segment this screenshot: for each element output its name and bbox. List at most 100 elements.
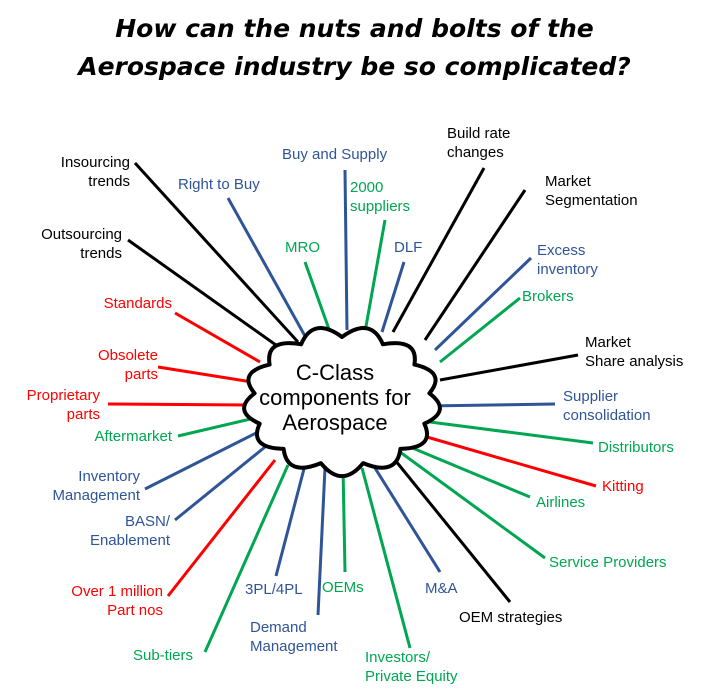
topic-label-brokers: Brokers: [522, 287, 574, 306]
spoke-proprietary-parts: [107, 402, 251, 407]
topic-label-line: 2000: [350, 179, 384, 196]
topic-label-line: Aftermarket: [94, 428, 172, 445]
topic-label-line: Share analysis: [585, 353, 684, 370]
topic-label-line: M&A: [425, 580, 458, 597]
topic-label-line: Market: [585, 334, 631, 351]
spoke-outsourcing-trends: [127, 238, 291, 357]
spoke-demand-management: [316, 467, 327, 616]
topic-label-line: Obsolete: [97, 347, 158, 364]
spoke-service-providers: [399, 450, 546, 560]
spoke-market-share-analysis: [439, 353, 579, 382]
topic-label-line: 3PL/4PL: [245, 581, 303, 598]
topic-label-line: suppliers: [350, 198, 411, 215]
topic-label-line: Build rate: [447, 125, 511, 142]
topic-label-distributors: Distributors: [598, 438, 674, 457]
central-cloud: [242, 326, 442, 479]
topic-label-proprietary-parts: Proprietary parts: [27, 386, 100, 424]
spoke-distributors: [429, 420, 594, 445]
topic-label-kitting: Kitting: [602, 477, 644, 496]
topic-label-line: Kitting: [602, 478, 644, 495]
topic-label-line: Airlines: [536, 494, 586, 511]
topic-label-line: Brokers: [522, 288, 574, 305]
topic-label-line: BASN/: [124, 513, 170, 530]
topic-label-buy-and-supply: Buy and Supply: [282, 145, 387, 164]
topic-label-dlf: DLF: [394, 238, 422, 257]
topic-label-line: Inventory: [78, 468, 140, 485]
topic-label-oems: OEMs: [322, 578, 364, 597]
spoke-build-rate-changes: [391, 167, 486, 333]
topic-label-line: Proprietary: [26, 387, 100, 404]
topic-label-line: OEMs: [322, 579, 364, 596]
spoke-m-and-a: [373, 467, 442, 573]
spoke-2000-suppliers: [363, 219, 387, 333]
spoke-airlines: [409, 445, 531, 499]
spoke-3pl-4pl: [274, 464, 307, 577]
central-label-line-3: Aerospace: [282, 410, 388, 435]
topic-label-line: Standards: [103, 295, 172, 312]
diagram-title: How can the nuts and bolts of the Aerosp…: [0, 10, 709, 86]
topic-label-line: MRO: [285, 239, 320, 256]
topic-label-line: Market: [545, 173, 591, 190]
topic-label-oem-strategies: OEM strategies: [459, 608, 562, 627]
spoke-oems: [341, 466, 347, 573]
topic-label-2000-suppliers: 2000 suppliers: [350, 178, 410, 216]
topic-label-line: Sub-tiers: [133, 647, 194, 664]
topic-label-line: parts: [66, 406, 100, 423]
topic-label-m-and-a: M&A: [425, 579, 458, 598]
spoke-right-to-buy: [226, 197, 312, 346]
title-line-2: Aerospace industry be so complicated?: [78, 52, 631, 81]
topic-label-line: parts: [124, 366, 158, 383]
spoke-inventory-management: [144, 430, 259, 491]
spoke-insourcing-trends: [133, 161, 300, 344]
topic-label-mro: MRO: [285, 238, 320, 257]
topic-label-standards: Standards: [104, 294, 172, 313]
spoke-excess-inventory: [433, 256, 533, 352]
central-label-line-2: components for: [259, 385, 411, 410]
spoke-over-1-million-part-nos: [166, 459, 277, 597]
topic-label-line: Management: [52, 487, 140, 504]
topic-label-line: Right to Buy: [178, 176, 260, 193]
topic-label-line: Segmentation: [545, 192, 638, 209]
topic-label-line: trends: [80, 245, 122, 262]
topic-label-line: Investors/: [365, 649, 431, 666]
topic-label-line: OEM strategies: [459, 609, 563, 626]
central-label: C-Class components for Aerospace: [230, 360, 440, 435]
topic-label-line: Insourcing: [60, 154, 130, 171]
spoke-basn-enablement: [174, 445, 266, 522]
topic-label-line: Demand: [250, 619, 307, 636]
central-label-line-1: C-Class: [295, 360, 375, 385]
topic-label-line: Supplier: [563, 388, 619, 405]
spoke-supplier-consolidation: [424, 402, 556, 408]
spoke-aftermarket: [177, 416, 256, 438]
spoke-market-segmentation: [423, 189, 527, 341]
topic-label-line: Enablement: [89, 532, 170, 549]
topic-label-line: Distributors: [598, 439, 674, 456]
topic-label-sub-tiers: Sub-tiers: [133, 646, 193, 665]
topic-label-line: Private Equity: [365, 668, 458, 685]
topic-label-line: changes: [447, 144, 504, 161]
topic-label-right-to-buy: Right to Buy: [178, 175, 260, 194]
spoke-kitting: [419, 433, 597, 488]
spoke-dlf: [380, 261, 406, 333]
topic-label-line: Over 1 million: [71, 583, 163, 600]
topic-label-line: inventory: [537, 261, 598, 278]
spoke-mro: [303, 261, 332, 333]
topic-label-build-rate-changes: Build rate changes: [447, 124, 510, 162]
topic-label-line: Management: [250, 638, 338, 655]
topic-label-line: Excess: [537, 242, 586, 259]
spoke-investors-private-equity: [360, 467, 412, 649]
topic-label-investors-private-equity: Investors/Private Equity: [365, 648, 458, 686]
spoke-buy-and-supply: [343, 169, 349, 331]
topic-label-aftermarket: Aftermarket: [94, 427, 172, 446]
topic-label-line: Outsourcing: [41, 226, 122, 243]
topic-label-obsolete-parts: Obsolete parts: [98, 346, 158, 384]
